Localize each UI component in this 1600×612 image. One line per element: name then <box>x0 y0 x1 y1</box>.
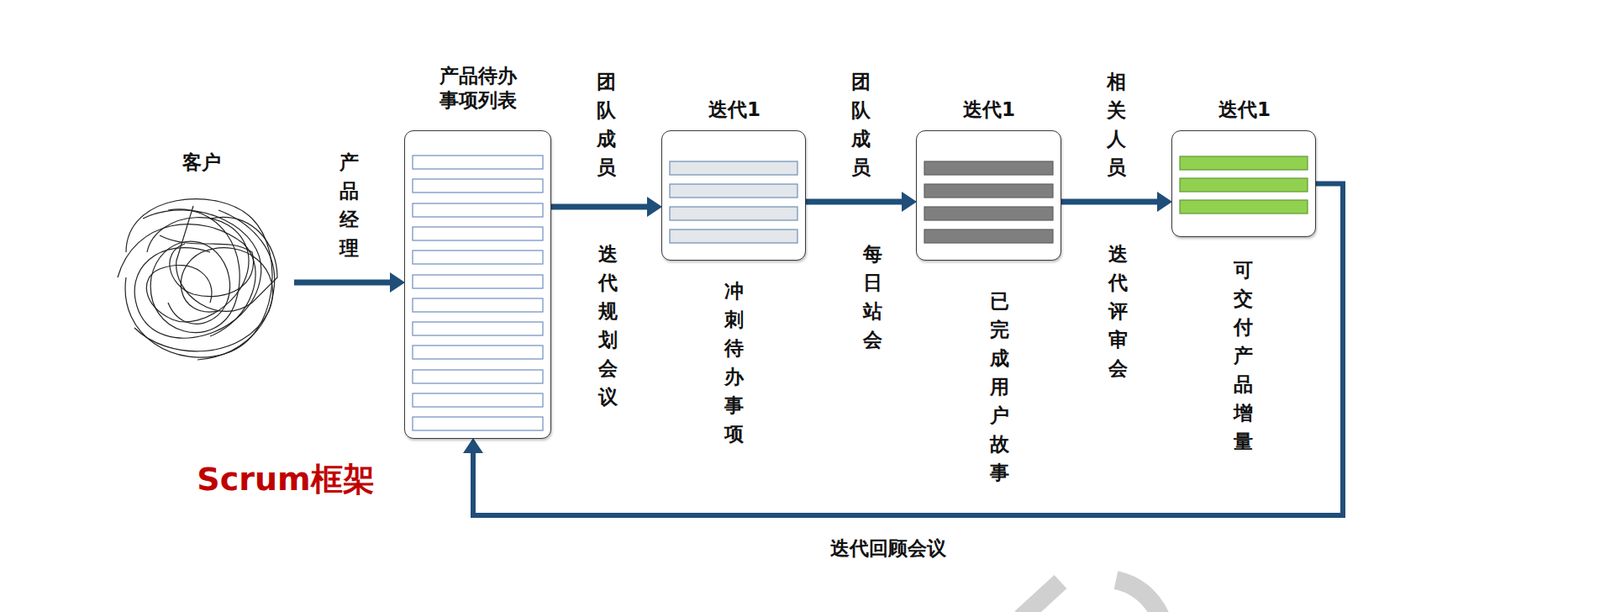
watermark-stroke <box>1115 579 1162 612</box>
flow-arrow <box>1061 199 1158 206</box>
scribble-line <box>125 199 273 358</box>
box-caption: 冲刺待办事项 <box>722 276 745 448</box>
diagram-title: Scrum框架 <box>176 460 395 498</box>
increment-item <box>1179 178 1308 192</box>
scribble-line <box>117 224 256 337</box>
scribble-line <box>150 209 240 333</box>
scribble-line <box>134 247 274 352</box>
backlog-item <box>412 250 543 264</box>
increment-item <box>1179 200 1308 214</box>
backlog-item <box>412 274 543 289</box>
backlog-item <box>412 321 543 336</box>
sprint-box: 迭代1冲刺待办事项 <box>661 130 806 261</box>
scribble-illustration <box>117 199 278 360</box>
watermark <box>1021 579 1162 612</box>
backlog-item <box>412 369 543 384</box>
flow-arrow <box>551 204 648 211</box>
backlog-items <box>412 155 543 431</box>
role-label: 产品经理 <box>338 147 361 263</box>
box-caption: 已完成用户故事 <box>988 286 1011 487</box>
backlog-item <box>412 298 543 312</box>
box-caption: 可交付产品增量 <box>1231 255 1254 456</box>
meeting-label: 每日站会 <box>861 239 884 354</box>
sprint-item <box>669 161 798 175</box>
backlog-item <box>412 178 543 193</box>
scribble-line <box>134 210 262 338</box>
done-item <box>924 161 1053 175</box>
scribble-line <box>197 210 275 360</box>
scribble-line <box>176 205 278 311</box>
backlog-item <box>412 226 543 241</box>
meeting-label: 迭代规划会议 <box>596 239 619 411</box>
scribble-line <box>159 235 254 297</box>
flow-arrow <box>805 199 902 206</box>
role-label: 团队成员 <box>850 67 873 182</box>
increment-items <box>1179 156 1308 214</box>
role-label: 相关人员 <box>1105 67 1128 182</box>
backlog-item <box>412 416 543 431</box>
backlog-item <box>412 203 543 217</box>
backlog-box: 产品待办事项列表 <box>404 130 552 439</box>
done-items <box>924 161 1053 243</box>
backlog-item <box>412 393 543 407</box>
sprint-item <box>669 184 798 198</box>
done-item <box>924 229 1053 243</box>
box-heading: 迭代1 <box>667 97 802 122</box>
customer-cloud: 客户 <box>109 147 295 366</box>
node-label: 客户 <box>117 150 286 175</box>
sprint-item <box>669 229 798 243</box>
edge-label: 迭代回顾会议 <box>762 536 1015 561</box>
sprint-items <box>669 161 798 243</box>
increment-item <box>1179 156 1308 170</box>
done-item <box>924 206 1053 221</box>
watermark-stroke <box>1021 581 1061 612</box>
sprint-box: 迭代1已完成用户故事 <box>915 130 1062 261</box>
box-heading: 产品待办事项列表 <box>436 63 521 113</box>
role-label: 团队成员 <box>595 67 618 182</box>
meeting-label: 迭代评审会 <box>1106 239 1129 383</box>
box-heading: 迭代1 <box>921 97 1057 122</box>
backlog-item <box>412 155 543 169</box>
box-heading: 迭代1 <box>1177 97 1312 122</box>
scribble-line <box>146 217 249 322</box>
sprint-box: 迭代1可交付产品增量 <box>1171 130 1316 237</box>
sprint-item <box>669 206 798 221</box>
backlog-item <box>412 345 543 359</box>
flow-arrow <box>294 279 390 286</box>
done-item <box>924 184 1053 198</box>
